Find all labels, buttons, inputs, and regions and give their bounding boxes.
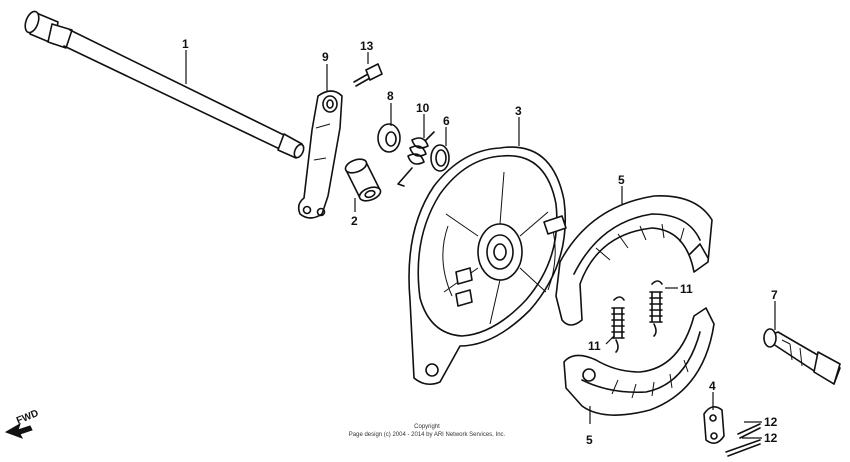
leader-lines: [185, 50, 776, 439]
label-2: 2: [351, 214, 358, 228]
label-8: 8: [387, 89, 394, 103]
part-13-bolt[interactable]: [353, 63, 383, 87]
part-1-shaft[interactable]: [23, 10, 306, 159]
part-3-brake-panel[interactable]: [408, 146, 567, 386]
label-10: 10: [416, 101, 430, 115]
copyright-line-2: Page design (c) 2004 - 2014 by ARI Netwo…: [349, 432, 506, 438]
label-12-top: 12: [764, 415, 778, 429]
part-labels: 1 9 13 8 10 6 3 2 5 11 11 7 4 5 12 12: [182, 37, 778, 447]
label-4: 4: [709, 379, 716, 393]
part-8-washer[interactable]: [377, 123, 401, 153]
fwd-label: FWD: [15, 408, 40, 427]
part-9-brake-arm[interactable]: [297, 90, 343, 219]
part-12-cotter-pins[interactable]: [725, 423, 761, 457]
part-11-spring-right[interactable]: [649, 280, 663, 337]
label-1: 1: [182, 37, 189, 51]
copyright-notice: Copyright Page design (c) 2004 - 2014 by…: [349, 424, 506, 438]
label-9: 9: [322, 50, 329, 64]
part-4-plate[interactable]: [703, 406, 725, 444]
part-7-cam-shaft[interactable]: [763, 328, 841, 385]
fwd-indicator: FWD: [4, 408, 40, 439]
label-13: 13: [360, 39, 374, 53]
label-6: 6: [443, 114, 450, 128]
label-3: 3: [515, 104, 522, 118]
part-5-brake-shoe-top[interactable]: [555, 195, 713, 326]
part-11-spring-left[interactable]: [611, 296, 625, 353]
label-5-top: 5: [618, 173, 625, 187]
label-11-right: 11: [680, 282, 693, 296]
label-7: 7: [771, 288, 778, 302]
label-11-left: 11: [588, 339, 601, 353]
fwd-arrow-icon: [4, 422, 33, 439]
part-6-ring[interactable]: [430, 144, 450, 172]
part-5-brake-shoe-bottom[interactable]: [563, 307, 715, 416]
part-2-collar[interactable]: [344, 157, 383, 204]
label-5-bottom: 5: [586, 433, 593, 447]
copyright-line-1: Copyright: [414, 424, 440, 430]
part-10-spring[interactable]: [397, 131, 435, 187]
label-12-bottom: 12: [764, 431, 778, 445]
